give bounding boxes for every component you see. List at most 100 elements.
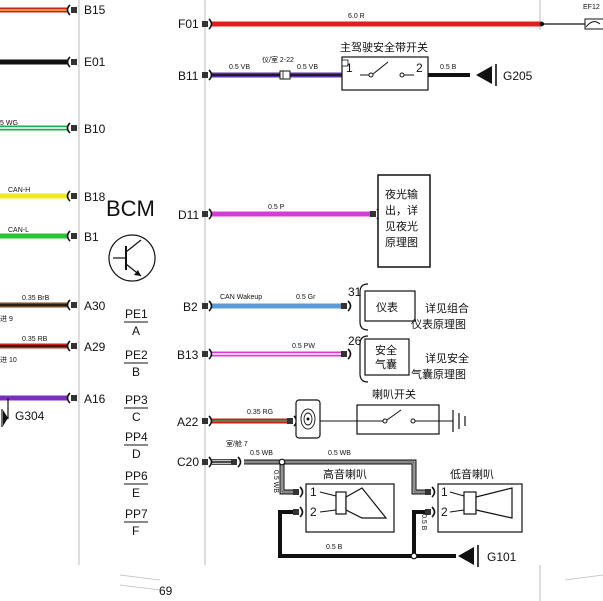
pin-label-b11: B11 <box>178 69 199 83</box>
cluster-box <box>359 283 416 331</box>
ground-symbol-g304 <box>1 409 9 427</box>
bcm-pin-pp6: PP6 <box>125 469 148 483</box>
connector-left-0 <box>66 4 77 16</box>
connector-right-3 <box>202 300 213 312</box>
wire-note-c20: 室/舱 7 <box>226 439 248 448</box>
seatbelt-title: 主驾驶安全带开关 <box>340 40 428 54</box>
wire-label-b11: 0.5 VB <box>229 64 250 71</box>
connector-left-4 <box>66 230 77 242</box>
wire-note-a30: 进 9 <box>0 315 13 323</box>
low-horn-pin2: 2 <box>441 505 448 519</box>
airbag-name-line1: 安全 <box>375 343 397 357</box>
page-number: 69 <box>159 584 173 598</box>
connector-left-6 <box>66 340 77 352</box>
bcm-pin-a: A <box>132 324 140 338</box>
airbag-pin: 26 <box>348 334 362 348</box>
transistor-icon <box>108 234 156 282</box>
horn-switch-box <box>320 404 466 435</box>
wire-note-a29: 进 10 <box>0 356 17 364</box>
pin-label-b15: B15 <box>84 3 106 17</box>
horn-spiral-icon <box>295 399 321 439</box>
wire-label-b13: 0.5 PW <box>292 343 315 350</box>
pin-label-b18: B18 <box>84 190 106 204</box>
connector-cluster <box>341 300 352 312</box>
wire-label-f01: 6.0 R <box>348 13 365 20</box>
pin-label-b13: B13 <box>177 348 199 362</box>
high-horn-pin1: 1 <box>310 485 317 499</box>
horn-harness <box>244 458 456 560</box>
pin-label-a29: A29 <box>84 340 106 354</box>
bcm-pin-groups: PE1 A PE2 B PP3 C PP4 D PP6 E PP7 F <box>124 307 148 538</box>
night-light-line1: 夜光输 <box>385 187 418 201</box>
seatbelt-switch-box <box>341 56 429 91</box>
connector-right-1 <box>202 69 213 81</box>
wire-label-b18: CAN-H <box>8 187 30 194</box>
airbag-box <box>359 335 410 383</box>
high-horn-box <box>305 483 395 533</box>
airbag-ref-line1: 详见安全 <box>425 351 469 365</box>
connector-right-5 <box>202 415 213 427</box>
connector-left-1 <box>66 56 77 68</box>
wire-label-b1: CAN-L <box>8 227 29 234</box>
night-light-line2: 出，详 <box>385 203 418 217</box>
connector-left-7 <box>66 392 77 404</box>
connector-right-6 <box>202 456 213 468</box>
seatbelt-pin2: 2 <box>416 61 423 75</box>
wire-label-c20: 0.5 WB <box>250 450 273 457</box>
wire-label-d11: 0.5 P <box>268 204 285 211</box>
pin-label-b1: B1 <box>84 230 99 244</box>
bcm-pin-e: E <box>132 486 140 500</box>
high-horn-pin2: 2 <box>310 505 317 519</box>
bcm-pin-b: B <box>132 365 140 379</box>
bcm-pin-pp7: PP7 <box>125 507 148 521</box>
wire-label-b2-can: CAN Wakeup <box>220 294 262 301</box>
bcm-pin-c: C <box>132 410 141 424</box>
pin-label-e01: E01 <box>84 55 106 69</box>
wire-label-a22: 0.35 RG <box>247 409 273 416</box>
horn-switch-title: 喇叭开关 <box>372 387 416 401</box>
connector-left-2 <box>66 122 77 134</box>
ground-symbol-g101 <box>458 545 479 567</box>
pin-label-b2: B2 <box>183 300 198 314</box>
pin-label-b10: B10 <box>84 122 106 136</box>
connector-high-horn-2 <box>293 506 304 518</box>
right-connectors <box>202 18 436 518</box>
bcm-pin-d: D <box>132 447 141 461</box>
connector-right-4 <box>202 348 213 360</box>
pin-label-d11: D11 <box>178 208 199 222</box>
cluster-ref-line1: 详见组合 <box>425 301 469 315</box>
fuse-label-ef12: EF12 <box>583 4 600 11</box>
pin-label-a30: A30 <box>84 299 106 313</box>
seatbelt-splice <box>279 70 291 80</box>
connector-airbag <box>341 348 352 360</box>
wire-label-a29: 0.35 RB <box>22 336 48 343</box>
bcm-pin-pp4: PP4 <box>125 430 148 444</box>
right-wires <box>212 18 603 465</box>
bcm-pin-pe2: PE2 <box>125 348 148 362</box>
ground-symbol-g205 <box>476 64 497 86</box>
connector-high-horn-1 <box>293 486 304 498</box>
night-light-line4: 原理图 <box>385 236 418 249</box>
left-connectors <box>66 4 77 404</box>
pin-label-c20: C20 <box>177 455 199 469</box>
horn-wire-top: 0.5 WB <box>328 450 351 457</box>
ground-label-g101: G101 <box>487 550 517 564</box>
bcm-title: BCM <box>106 196 155 221</box>
connector-low-horn-1 <box>425 486 436 498</box>
airbag-name-line2: 气囊 <box>375 357 397 371</box>
connector-left-3 <box>66 190 77 202</box>
night-light-line3: 见夜光 <box>385 219 418 233</box>
horn-wire-left-vertical: 0.5 WB <box>272 470 279 493</box>
connector-right-2 <box>202 208 213 220</box>
bcm-pin-pe1: PE1 <box>125 307 148 321</box>
seatbelt-pin1: 1 <box>346 61 353 75</box>
pin-label-f01: F01 <box>178 17 199 31</box>
wire-label-a30: 0.35 BrB <box>22 295 50 302</box>
ground-label-g304: G304 <box>15 409 45 423</box>
connector-c20-harness <box>231 456 242 468</box>
pin-label-a22: A22 <box>177 415 199 429</box>
night-light-box <box>377 174 431 268</box>
left-wires <box>0 7 68 412</box>
wire-label-b10: 5 WG <box>0 120 18 127</box>
seatbelt-splice-label: 仪/室 2-22 <box>262 55 294 64</box>
